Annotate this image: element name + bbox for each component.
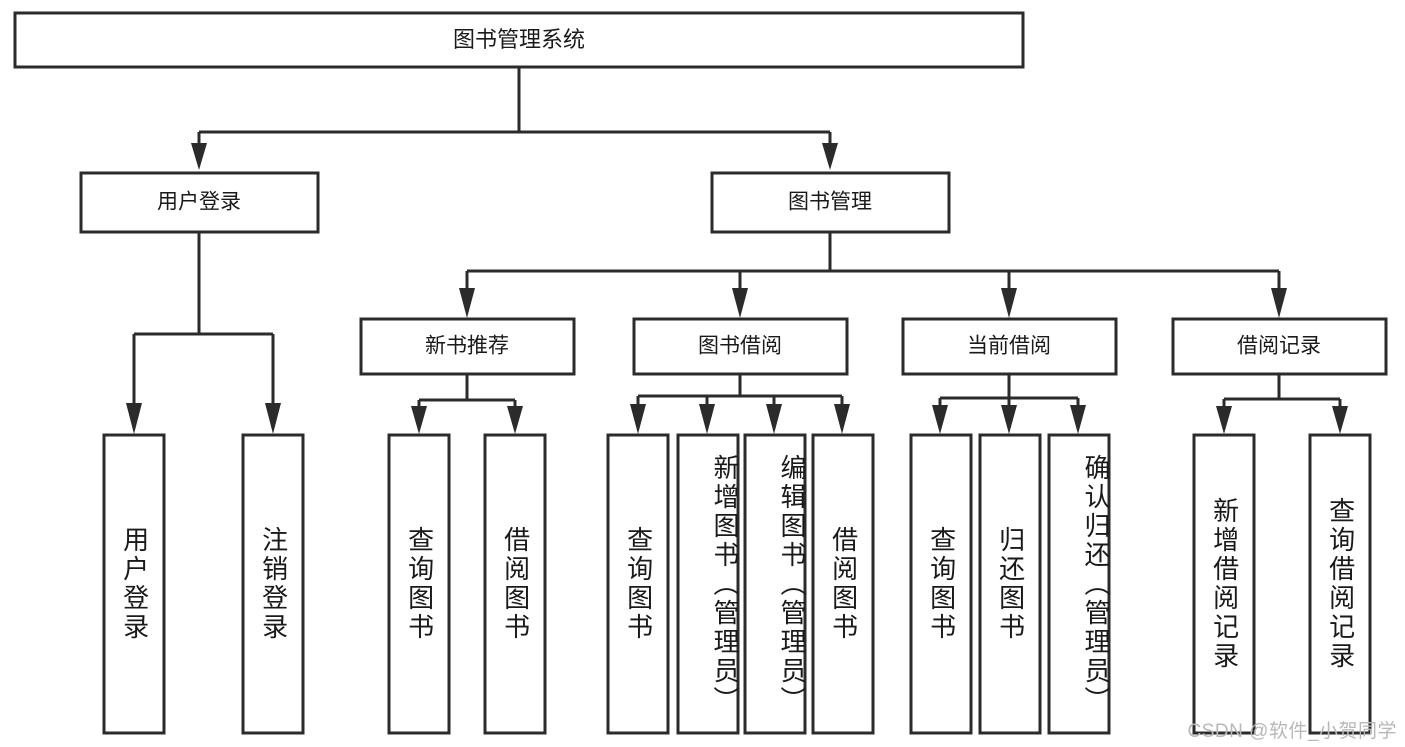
- arrowhead-newbook-leaf-0: [411, 406, 427, 434]
- node-book-borrow-label: 图书借阅: [698, 335, 782, 358]
- arrowhead-to-book-manage: [822, 143, 838, 170]
- leaf-box-newbook-query[interactable]: [387, 433, 451, 735]
- leaf-box-newbook-borrow[interactable]: [483, 433, 547, 735]
- arrowhead-newbook-leaf-1: [507, 406, 523, 434]
- leaf-box-record-query[interactable]: [1308, 433, 1372, 735]
- arrowhead-leaf-user-login: [126, 403, 142, 434]
- node-current-borrow[interactable]: 当前借阅: [901, 317, 1118, 376]
- leaf-box-logout[interactable]: [241, 433, 305, 735]
- arrowhead-to-new-book: [459, 288, 475, 318]
- arrowhead-bookborrow-leaf-1: [699, 404, 715, 434]
- arrowhead-leaf-logout: [265, 403, 281, 434]
- arrowhead-to-book-borrow: [732, 288, 748, 318]
- leaf-box-current-query[interactable]: [909, 433, 973, 735]
- connector-group-book-manage: [459, 232, 1287, 318]
- node-user-login[interactable]: 用户登录: [79, 171, 320, 234]
- node-new-book-recommend-box[interactable]: [359, 317, 576, 376]
- node-borrow-record[interactable]: 借阅记录: [1171, 317, 1388, 376]
- leaf-box-current-return[interactable]: [978, 433, 1042, 735]
- arrowhead-currentborrow-leaf-2: [1070, 405, 1086, 434]
- node-book-manage-label: 图书管理: [788, 191, 872, 214]
- node-root[interactable]: 图书管理系统: [13, 11, 1025, 69]
- arrowhead-bookborrow-leaf-3: [834, 404, 850, 434]
- connector-group-borrow-record: [1216, 374, 1348, 434]
- node-new-book-recommend[interactable]: 新书推荐: [359, 317, 576, 376]
- node-borrow-record-label: 借阅记录: [1237, 335, 1321, 358]
- arrowhead-to-current-borrow: [1001, 288, 1017, 318]
- connector-group-book-borrow: [630, 374, 850, 434]
- node-new-book-recommend-label: 新书推荐: [425, 335, 509, 358]
- leaf-boxes: [102, 433, 1372, 735]
- arrowhead-borrowrecord-leaf-1: [1332, 406, 1348, 434]
- leaf-box-borrow-add[interactable]: [676, 433, 740, 735]
- node-book-borrow-box[interactable]: [632, 317, 849, 376]
- node-root-label: 图书管理系统: [453, 27, 585, 52]
- arrowhead-currentborrow-leaf-0: [932, 405, 948, 434]
- arrowhead-bookborrow-leaf-2: [766, 404, 782, 434]
- csdn-watermark: CSDN @软件_小贺同学: [1187, 721, 1397, 742]
- connector-group-root: [191, 67, 838, 170]
- node-book-manage-box[interactable]: [710, 171, 951, 234]
- node-current-borrow-label: 当前借阅: [967, 335, 1051, 358]
- arrowhead-to-user-login: [191, 143, 207, 170]
- leaf-box-borrow-lend[interactable]: [811, 433, 875, 735]
- node-book-borrow[interactable]: 图书借阅: [632, 317, 849, 376]
- node-current-borrow-box[interactable]: [901, 317, 1118, 376]
- leaf-box-user-login[interactable]: [102, 433, 166, 735]
- node-user-login-box[interactable]: [79, 171, 320, 234]
- leaf-box-current-confirm[interactable]: [1047, 433, 1111, 735]
- node-borrow-record-box[interactable]: [1171, 317, 1388, 376]
- node-root-box[interactable]: [13, 11, 1025, 69]
- leaf-box-record-add[interactable]: [1192, 433, 1256, 735]
- connector-group-user-login: [126, 232, 281, 434]
- connector-group-new-book: [411, 374, 523, 434]
- connector-group-current-borrow: [932, 374, 1086, 434]
- node-book-manage[interactable]: 图书管理: [710, 171, 951, 234]
- arrowhead-currentborrow-leaf-1: [1001, 405, 1017, 434]
- leaf-box-borrow-query[interactable]: [606, 433, 670, 735]
- arrowhead-borrowrecord-leaf-0: [1216, 406, 1232, 434]
- arrowhead-to-borrow-record: [1271, 288, 1287, 318]
- arrowhead-bookborrow-leaf-0: [630, 404, 646, 434]
- node-user-login-label: 用户登录: [157, 191, 241, 214]
- leaf-box-borrow-edit[interactable]: [743, 433, 807, 735]
